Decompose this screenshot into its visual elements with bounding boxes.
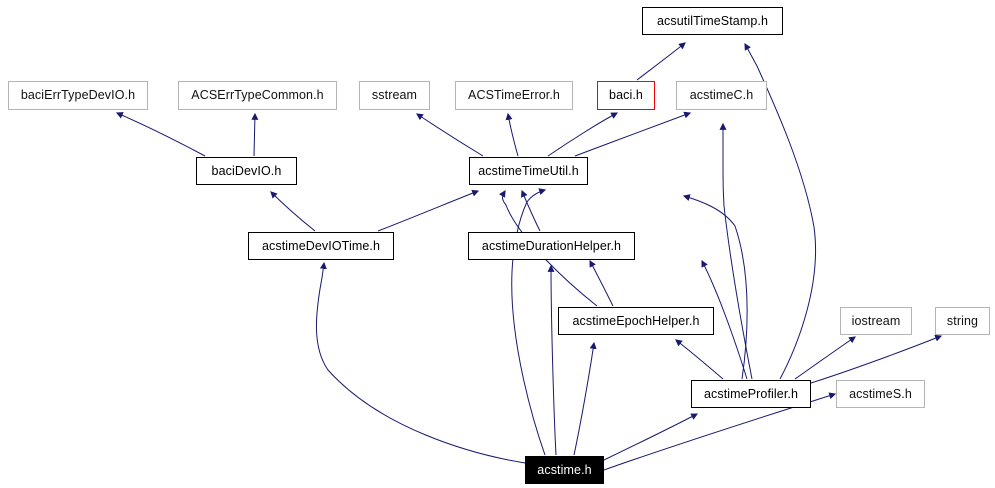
edge-baciDevIO-to-ACSErrTypeCommon <box>251 112 259 157</box>
node-label: sstream <box>371 88 418 103</box>
node-sstream[interactable]: sstream <box>359 81 430 110</box>
node-label: acstime.h <box>537 462 592 477</box>
node-baci[interactable]: baci.h <box>597 81 655 110</box>
edge-acstimeTimeUtil-to-sstream <box>416 113 484 157</box>
edge-acstimeDevIOTime-to-acstimeTimeUtil <box>377 189 480 232</box>
edge-acstimeProfiler-to-acstimeC <box>719 122 753 380</box>
edge-acstimeEpochHelper-to-acstimeDurationHelper <box>589 259 614 307</box>
node-label: iostream <box>851 313 901 328</box>
node-baciDevIO[interactable]: baciDevIO.h <box>196 157 297 185</box>
node-acstimeS[interactable]: acstimeS.h <box>836 380 925 408</box>
node-label: ACSErrTypeCommon.h <box>191 88 324 103</box>
node-acstimeProfiler[interactable]: acstimeProfiler.h <box>691 380 811 408</box>
node-acstimeDurationHelper[interactable]: acstimeDurationHelper.h <box>468 232 635 260</box>
node-label: ACSTimeError.h <box>468 88 560 103</box>
edge-acstimeTimeUtil-to-baci <box>547 112 619 157</box>
node-acstimeEpochHelper[interactable]: acstimeEpochHelper.h <box>558 307 714 335</box>
edge-acstime-to-acstimeProfiler <box>603 413 699 461</box>
edge-acstime-to-acstimeTimeUtil <box>511 188 547 456</box>
edge-acstimeDurationHelper-to-acstimeTimeUtil <box>521 189 541 232</box>
edge-acstimeProfiler-to-acsutilTimeStamp <box>744 42 816 380</box>
edge-acstimeProfiler-to-acstimeEpochHelper <box>675 339 724 380</box>
node-acstime[interactable]: acstime.h <box>525 456 604 484</box>
node-label: baciDevIO.h <box>211 163 282 178</box>
node-label: acstimeDevIOTime.h <box>261 238 381 253</box>
edge-acstimeProfiler-to-acstimeTimeUtil <box>682 194 748 380</box>
node-string[interactable]: string <box>935 307 990 335</box>
node-label: string <box>946 313 979 328</box>
edge-acstime-to-acstimeDevIOTime <box>315 261 526 464</box>
edge-baciDevIO-to-baciErrTypeDevIO <box>115 112 206 157</box>
node-label: acsutilTimeStamp.h <box>656 13 769 28</box>
edge-acstimeProfiler-to-string <box>810 334 943 384</box>
edge-acstimeEpochHelper-to-acstimeTimeUtil <box>498 189 598 307</box>
edge-acstimeDevIOTime-to-baciDevIO <box>270 191 316 232</box>
node-label: acstimeDurationHelper.h <box>481 238 622 253</box>
node-acstimeTimeUtil[interactable]: acstimeTimeUtil.h <box>469 157 588 185</box>
node-acstimeC[interactable]: acstimeC.h <box>676 81 767 110</box>
node-acstimeDevIOTime[interactable]: acstimeDevIOTime.h <box>248 232 394 260</box>
node-label: acstimeEpochHelper.h <box>572 313 700 328</box>
node-label: acstimeProfiler.h <box>703 386 799 401</box>
node-ACSErrTypeCommon[interactable]: ACSErrTypeCommon.h <box>178 81 337 110</box>
edge-acstimeProfiler-to-iostream <box>794 336 856 380</box>
node-label: acstimeC.h <box>689 88 754 103</box>
node-ACSTimeError[interactable]: ACSTimeError.h <box>455 81 573 110</box>
node-label: acstimeTimeUtil.h <box>478 163 579 178</box>
node-label: baci.h <box>609 88 643 103</box>
edge-acstime-to-acstimeDurationHelper <box>547 264 557 456</box>
node-baciErrTypeDevIO[interactable]: baciErrTypeDevIO.h <box>8 81 148 110</box>
edge-acstime-to-acstimeEpochHelper <box>573 341 597 456</box>
node-label: acstimeS.h <box>849 386 912 401</box>
edge-baci-to-acsutilTimeStamp <box>636 42 686 81</box>
edge-acstimeTimeUtil-to-acstimeC <box>574 111 692 157</box>
edge-acstimeTimeUtil-to-ACSTimeError <box>505 112 519 157</box>
node-label: baciErrTypeDevIO.h <box>20 88 136 103</box>
node-acsutilTimeStamp[interactable]: acsutilTimeStamp.h <box>642 7 783 35</box>
node-iostream[interactable]: iostream <box>840 307 912 335</box>
